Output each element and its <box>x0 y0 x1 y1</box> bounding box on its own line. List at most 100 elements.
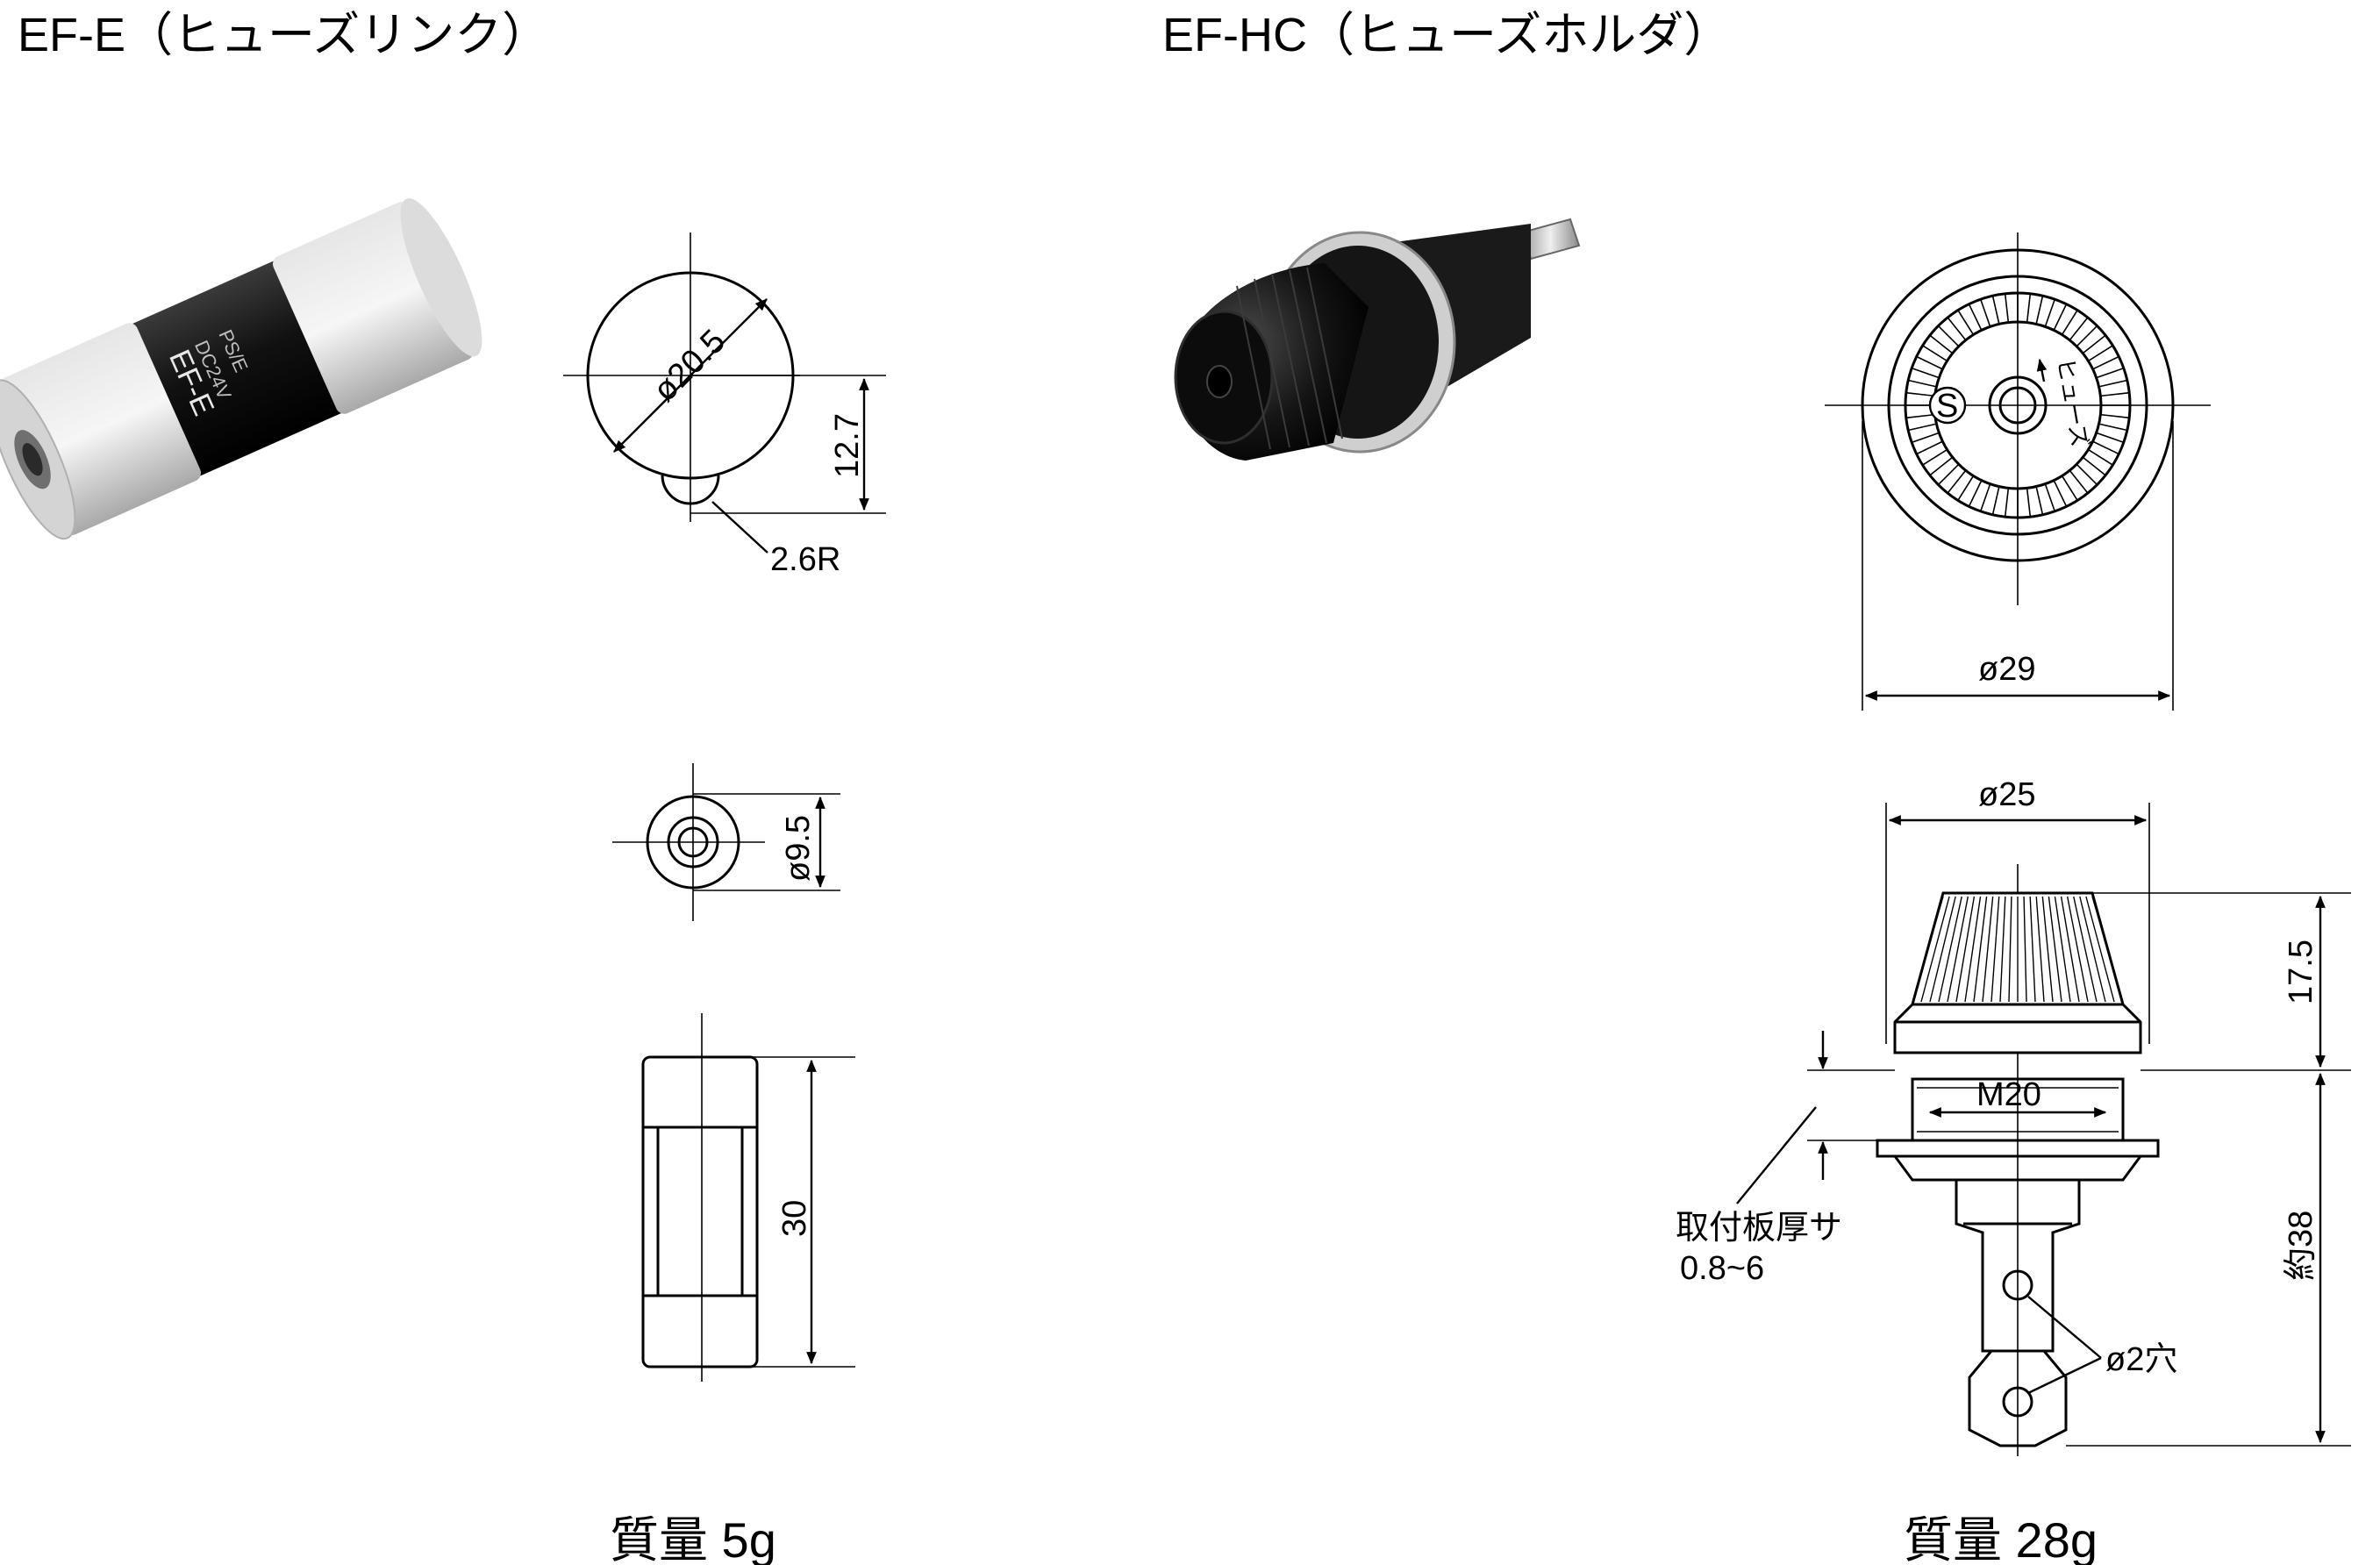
knurl-line <box>2066 896 2089 1003</box>
dial-tick <box>2097 432 2124 443</box>
mark-s-symbol: S <box>1936 388 1958 425</box>
dial-tick <box>1938 464 1959 485</box>
knurl-line <box>1938 896 1962 1003</box>
dial-tick <box>1991 487 2000 514</box>
left-title: EF-E（ヒューズリンク） <box>18 9 549 61</box>
dim-m20: M20 <box>1976 1076 2041 1113</box>
dial-tick <box>2093 356 2119 370</box>
fuse-small-end-drawing: ø9.5 <box>612 763 840 921</box>
knurl-line <box>2023 896 2027 1003</box>
dial-tick <box>2097 368 2124 379</box>
dial-tick <box>1906 391 1934 397</box>
holder-top-view-drawing: S ヒューズ ø29 <box>1825 232 2211 711</box>
dial-tick <box>1948 318 1966 340</box>
dim-dia-29: ø29 <box>1978 651 2035 688</box>
dim-dia-25: ø25 <box>1978 776 2035 813</box>
dial-tick <box>1912 432 1939 443</box>
dial-tick <box>1906 413 1934 419</box>
dial-tick <box>2076 325 2098 347</box>
dial-tick <box>2083 335 2105 354</box>
dial-tick <box>1957 311 1974 335</box>
fuse-link-photo: EF-E DC24V PS/E <box>0 198 482 540</box>
dial-tick <box>1917 356 1942 370</box>
knurl-lines <box>1912 896 2124 1003</box>
dial-tick <box>1930 457 1953 475</box>
knurl-line <box>2054 896 2071 1003</box>
dim-length-30: 30 <box>776 1200 813 1237</box>
knurl-line <box>2041 896 2054 1003</box>
holder-side-view-drawing: ø25 M20 ø2穴 17.5 約38 <box>1676 776 2351 1456</box>
dim-dia-9-5: ø9.5 <box>780 815 817 882</box>
dial-tick <box>2099 379 2126 388</box>
knurl-line <box>2008 896 2012 1003</box>
right-mass-label: 質量 28g <box>1904 1512 2098 1565</box>
dial-tick <box>1980 484 1991 511</box>
knurl-line <box>1912 896 1944 1003</box>
knurl-line <box>1929 896 1956 1003</box>
knurl-line <box>1973 896 1988 1003</box>
dial-tick <box>2044 484 2055 511</box>
knurl-line <box>2048 896 2062 1003</box>
dial-tick <box>2004 489 2010 517</box>
dial-tick <box>2062 311 2078 335</box>
left-mass-label: 質量 5g <box>610 1512 776 1565</box>
dial-tick <box>2035 487 2044 514</box>
knurl-line <box>2073 896 2098 1003</box>
dial-tick <box>2099 423 2126 432</box>
knurl-line <box>1982 896 1994 1003</box>
fuse-end-view-drawing: ø20.5 12.7 2.6R <box>563 232 886 578</box>
dial-tick <box>2076 464 2098 485</box>
knurl-line <box>1947 896 1969 1003</box>
dial-tick <box>2088 345 2112 361</box>
dim-17-5: 17.5 <box>2283 940 2319 1004</box>
dial-tick <box>1969 481 1983 506</box>
knurl-line <box>2079 896 2106 1003</box>
dial-tick <box>1923 345 1948 361</box>
plate-thickness-range: 0.8~6 <box>1680 1250 1764 1287</box>
dial-tick <box>2083 457 2105 475</box>
knurl-line <box>2085 896 2115 1003</box>
dial-tick <box>2101 413 2129 419</box>
dial-tick <box>1948 470 1966 493</box>
right-title: EF-HC（ヒューズホルダ） <box>1162 9 1731 61</box>
knurl-line <box>1920 896 1950 1003</box>
dial-tick <box>2069 318 2088 340</box>
knurl-line <box>2091 896 2124 1003</box>
dial-tick <box>1923 449 1948 466</box>
dial-ticks <box>1906 294 2129 517</box>
dial-tick <box>2035 297 2044 324</box>
dial-tick <box>2062 475 2078 500</box>
dial-tick <box>1930 335 1953 354</box>
dial-tick <box>1991 297 2000 324</box>
knurl-line <box>1964 896 1982 1003</box>
knurl-line <box>2060 896 2080 1003</box>
dim-dia-20-5: ø20.5 <box>647 323 733 409</box>
dial-label-text: ヒューズ <box>2052 356 2093 449</box>
dial-tick <box>1909 423 1936 432</box>
dial-tick <box>2044 299 2055 326</box>
dial-tick <box>1957 475 1974 500</box>
knurl-line <box>1999 896 2006 1003</box>
fuse-holder-photo <box>1174 218 1581 461</box>
dial-tick <box>1917 440 1942 454</box>
plate-thickness-label: 取付板厚サ <box>1676 1210 1842 1247</box>
dial-tick <box>2004 294 2010 322</box>
dial-tick <box>2053 481 2067 506</box>
dial-tick <box>2101 391 2129 397</box>
dial-tick <box>1912 368 1939 379</box>
dial-tick <box>2088 449 2112 466</box>
knurl-line <box>2035 896 2045 1003</box>
dial-tick <box>1980 299 1991 326</box>
knurl-line <box>1990 896 2000 1003</box>
dim-approx-38: 約38 <box>2283 1211 2319 1281</box>
knurl-line <box>1955 896 1976 1003</box>
dial-tick <box>1969 304 1983 330</box>
dim-radius-2-6r: 2.6R <box>770 541 840 578</box>
dial-tick <box>2026 489 2032 517</box>
dial-tick <box>1938 325 1959 347</box>
dim-12-7: 12.7 <box>829 413 866 478</box>
dim-holes: ø2穴 <box>2105 1341 2177 1378</box>
dial-tick <box>2026 294 2032 322</box>
knurl-line <box>2029 896 2036 1003</box>
